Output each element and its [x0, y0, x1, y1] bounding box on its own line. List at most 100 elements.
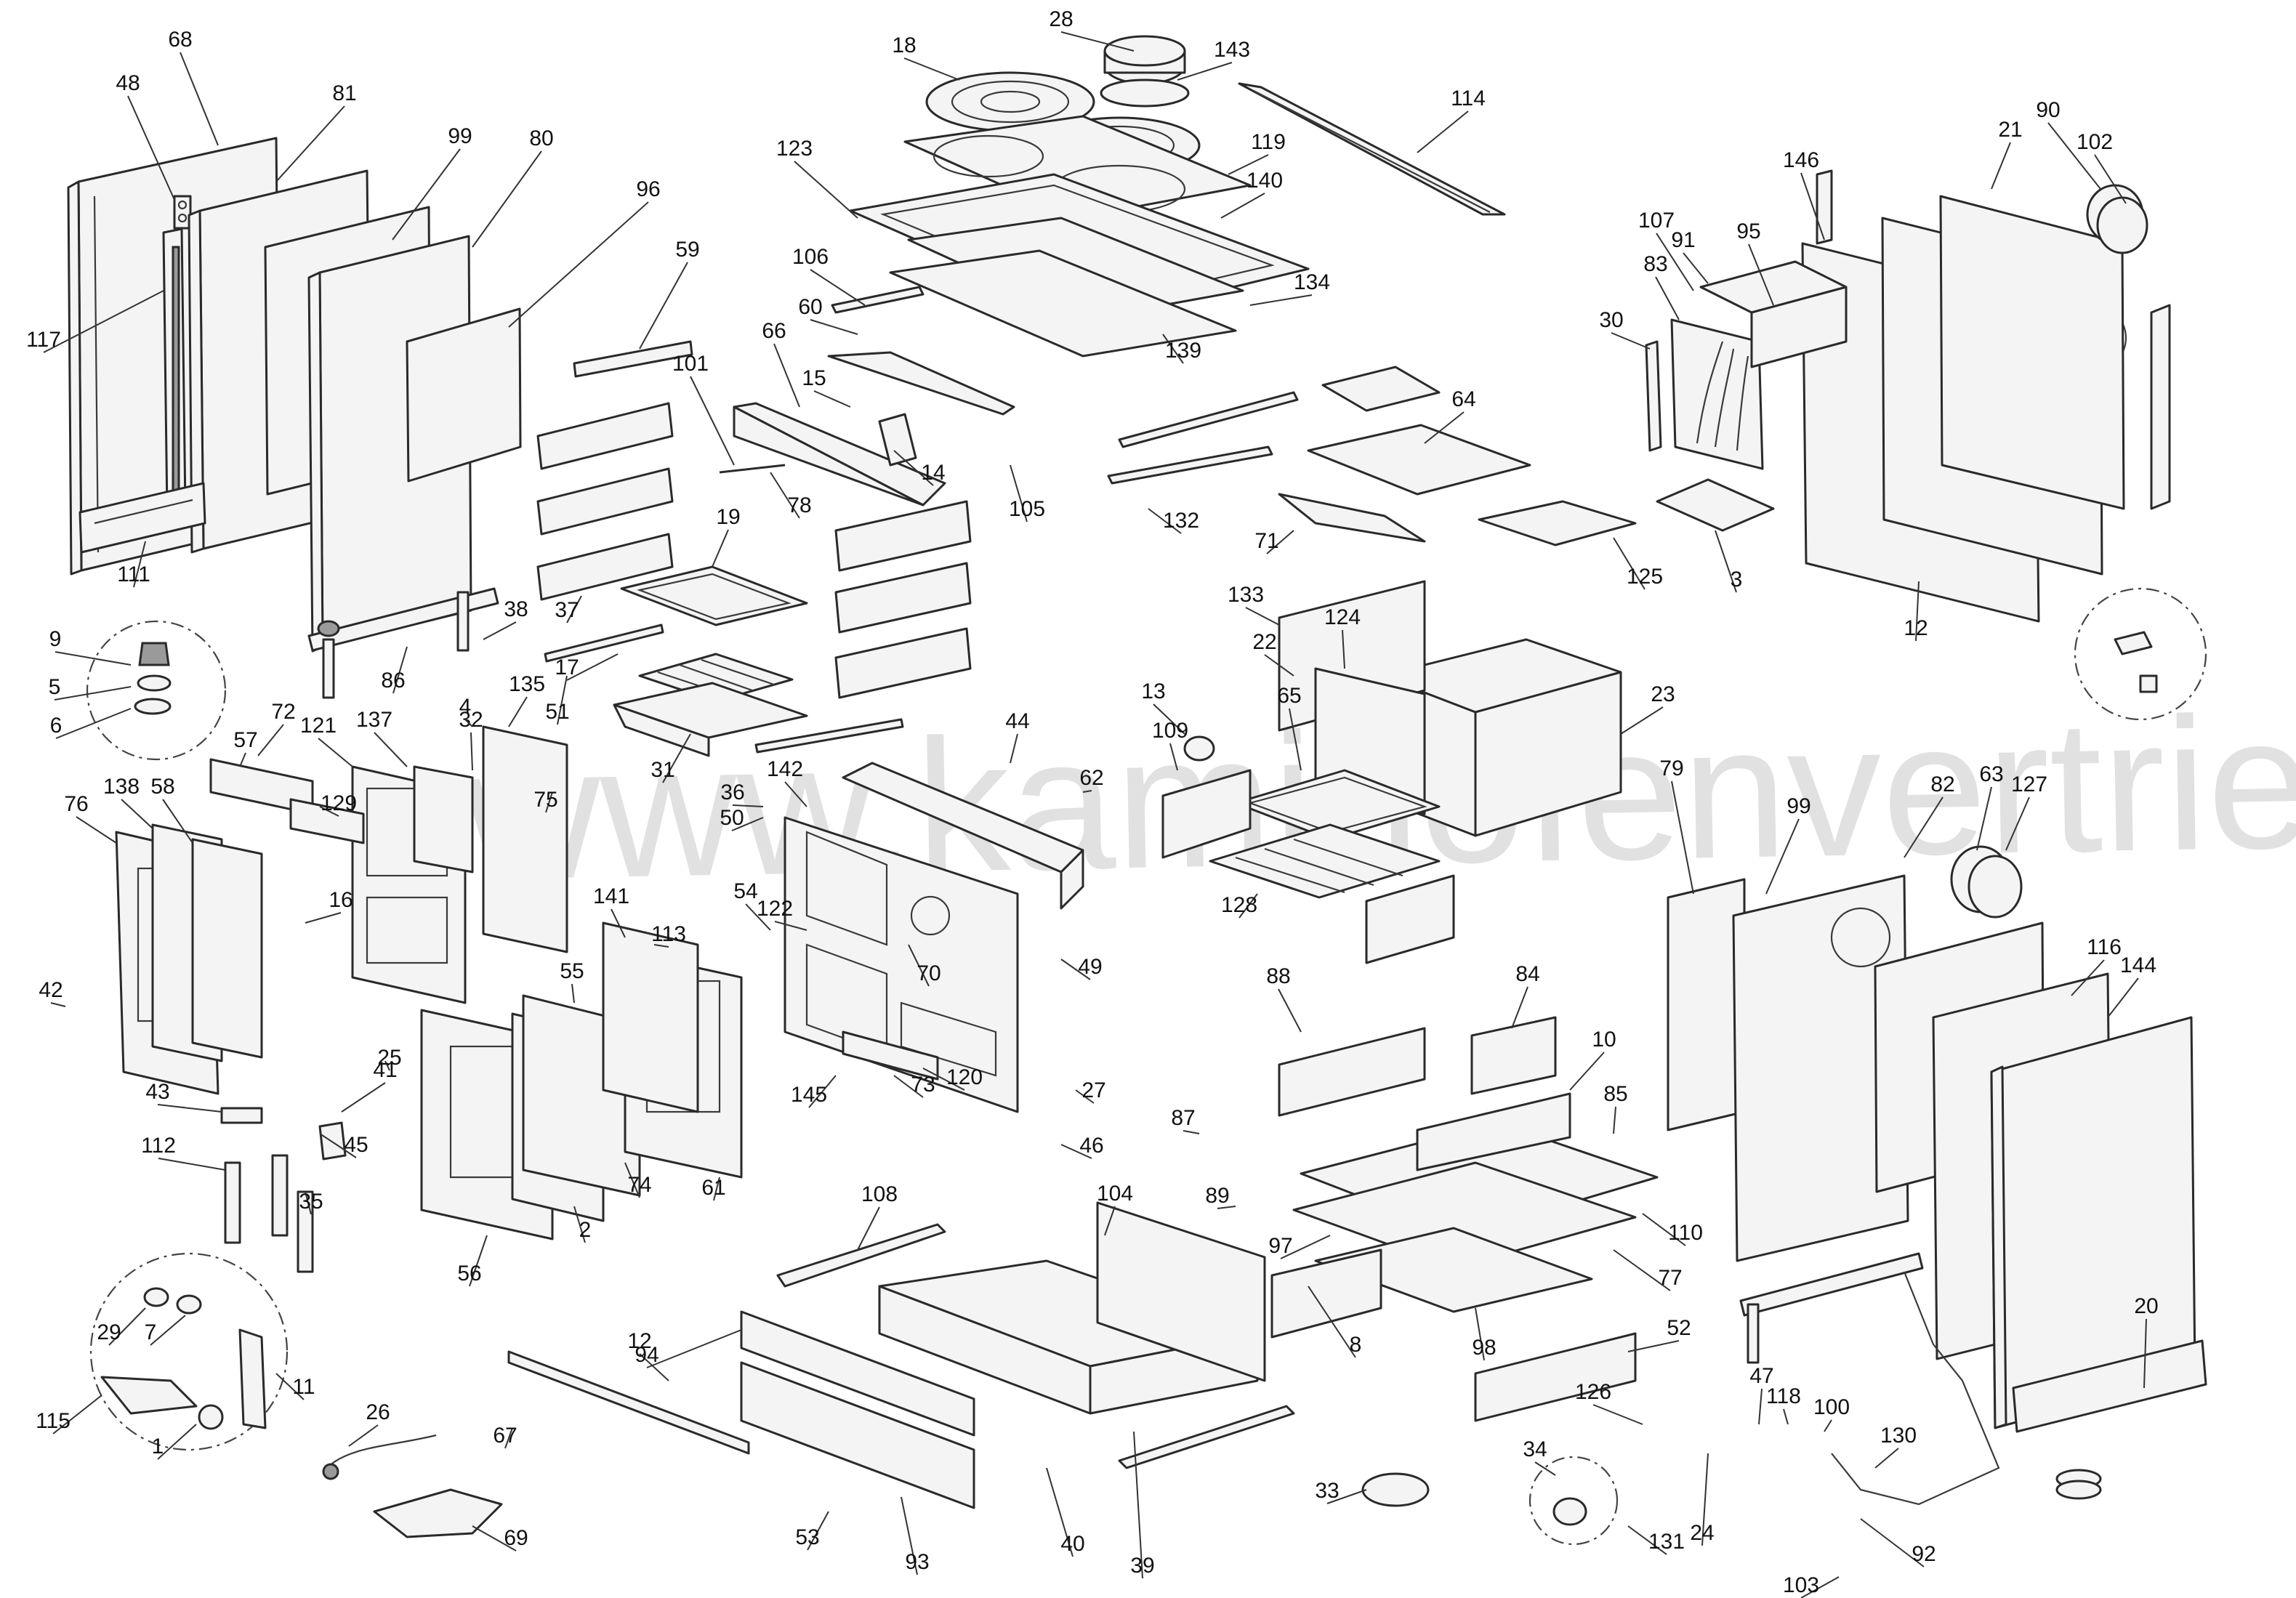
callout-label: 145 — [791, 1083, 827, 1107]
leader-line — [127, 95, 175, 201]
callout-label: 102 — [2077, 130, 2113, 154]
callout-label: 112 — [141, 1134, 176, 1158]
leader-line — [901, 1496, 918, 1575]
knob-53 — [1183, 735, 1215, 762]
callout-label: 130 — [1880, 1424, 1917, 1448]
leader-line — [566, 595, 582, 624]
side-rail-117-left — [162, 227, 187, 514]
leader-line — [1915, 581, 1920, 642]
leader-line — [150, 1315, 186, 1346]
leader-line — [1534, 1461, 1556, 1476]
callout-label: 39 — [1130, 1554, 1154, 1578]
insulation-65-59-23-64 — [1278, 366, 1637, 546]
leader-line — [1082, 790, 1092, 793]
callout-label: 132 — [1163, 509, 1199, 533]
leader-line — [1620, 706, 1664, 735]
callout-label: 3 — [1731, 568, 1743, 592]
glass-141 — [602, 921, 699, 1113]
callout-label: 103 — [1783, 1573, 1819, 1597]
leader-line — [1417, 110, 1469, 153]
callout-label: 140 — [1246, 169, 1283, 193]
callout-label: 55 — [560, 959, 584, 983]
leader-line — [611, 908, 626, 938]
leader-line — [732, 804, 764, 807]
callout-label: 45 — [344, 1133, 368, 1157]
callout-label: 12 — [1904, 616, 1928, 640]
leader-line — [2143, 1318, 2147, 1389]
leader-line — [662, 733, 691, 783]
callout-label: 16 — [329, 888, 353, 912]
callout-label: 1 — [152, 1434, 164, 1458]
firebricks-37-left — [536, 402, 674, 601]
leader-line — [1904, 796, 1943, 858]
leader-line — [2047, 122, 2101, 190]
heating-coil-100 — [1831, 1271, 2102, 1506]
leader-line — [464, 719, 473, 727]
leader-line — [1060, 1144, 1092, 1159]
leader-line — [305, 912, 342, 924]
leader-line — [731, 817, 764, 831]
callout-label: 77 — [1658, 1266, 1682, 1290]
rail-12-bottom — [1118, 1405, 1295, 1469]
leader-line — [922, 1068, 965, 1091]
callout-label: 93 — [905, 1550, 929, 1574]
callout-label: 8 — [1350, 1333, 1362, 1357]
leader-line — [1183, 1130, 1200, 1134]
callout-label: 9 — [49, 627, 62, 651]
grid-13 — [1209, 823, 1441, 899]
leader-line — [1162, 334, 1184, 364]
leader-line — [1701, 1453, 1709, 1546]
leader-line — [810, 319, 858, 335]
callout-label: 26 — [366, 1400, 390, 1424]
leader-line — [1060, 959, 1091, 980]
leader-line — [639, 1353, 669, 1381]
brick-59-left — [573, 340, 693, 378]
ring-143 — [1100, 78, 1190, 108]
callout-label: 15 — [802, 366, 826, 390]
leader-line — [384, 1060, 390, 1071]
callout-label: 46 — [1079, 1134, 1103, 1158]
leader-line — [483, 621, 517, 640]
leader-line — [1976, 786, 1992, 851]
bracket-90 — [1656, 478, 1775, 532]
leader-line — [76, 816, 117, 844]
bracket-66 — [733, 402, 946, 507]
callout-label: 48 — [116, 71, 140, 95]
leader-line — [341, 1082, 386, 1113]
callout-label: 6 — [50, 714, 63, 738]
leader-line — [1475, 1307, 1485, 1361]
callout-label: 78 — [787, 493, 811, 517]
leader-line — [807, 1511, 829, 1551]
plate-120 — [842, 1030, 939, 1081]
callout-label: 87 — [1171, 1106, 1195, 1130]
rails-33 — [1161, 769, 1455, 964]
leader-line — [1800, 172, 1825, 241]
leader-line — [2107, 977, 2139, 1018]
callout-label: 95 — [1736, 219, 1760, 243]
front-plate-127 — [1670, 318, 1764, 470]
leader-line — [908, 944, 930, 987]
leader-line — [1264, 654, 1294, 677]
callout-label: 101 — [672, 352, 709, 376]
leader-line — [1075, 1089, 1095, 1104]
leader-line — [319, 806, 339, 817]
callout-label: 128 — [1221, 893, 1257, 917]
callout-label: 50 — [720, 806, 744, 830]
callout-label: 104 — [1097, 1182, 1133, 1206]
callout-label: 63 — [1979, 762, 2003, 786]
callout-label: 30 — [1599, 308, 1623, 332]
callout-label: 137 — [356, 708, 392, 732]
leader-line — [745, 903, 771, 931]
callout-label: 142 — [767, 757, 803, 781]
callout-label: 114 — [1451, 86, 1486, 110]
bowl-39 — [1361, 1472, 1430, 1507]
callout-label: 62 — [1079, 766, 1103, 790]
callout-label: 31 — [650, 758, 674, 782]
callout-label: 82 — [1930, 772, 1954, 796]
firebricks-37-right — [834, 500, 972, 699]
callout-label: 90 — [2036, 98, 2060, 122]
leader-line — [566, 653, 619, 681]
callout-label: 54 — [733, 879, 757, 903]
callout-label: 70 — [917, 961, 940, 985]
